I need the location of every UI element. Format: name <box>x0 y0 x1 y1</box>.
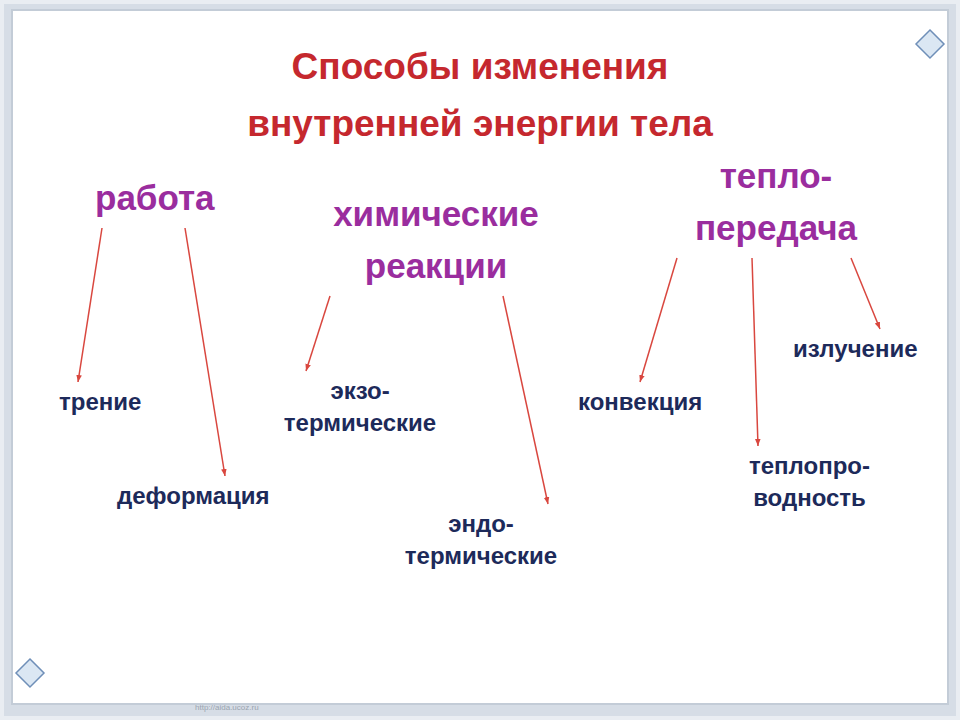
subcategory-label: излучение <box>787 329 924 369</box>
node-text: трение <box>59 386 141 418</box>
category-label: химические реакции <box>286 184 586 296</box>
bottom-ornament <box>16 659 240 687</box>
slide <box>12 10 948 704</box>
arrow <box>185 228 225 476</box>
subcategory-label: конвекция <box>572 382 708 422</box>
subcategory-label: эндо- термические <box>381 504 581 576</box>
subcategory-label: экзо- термические <box>260 371 460 443</box>
node-text: химические реакции <box>292 188 580 292</box>
node-text: работа <box>95 172 215 224</box>
category-label: тепло- передача <box>661 146 891 258</box>
node-text: эндо- термические <box>387 508 575 572</box>
node-text: деформация <box>117 480 270 512</box>
watermark: http://aida.ucoz.ru <box>195 703 259 712</box>
frame-ground <box>4 4 956 716</box>
arrow <box>851 258 880 329</box>
subcategory-label: теплопро- водность <box>717 446 902 518</box>
subcategory-label: деформация <box>111 476 276 516</box>
node-text: экзо- термические <box>266 375 454 439</box>
node-text: тепло- передача <box>667 150 885 254</box>
top-ornament <box>715 30 944 58</box>
arrow <box>640 258 677 382</box>
arrow <box>503 296 548 504</box>
node-text: конвекция <box>578 386 702 418</box>
node-text: излучение <box>793 333 918 365</box>
arrow <box>78 228 102 382</box>
subcategory-label: трение <box>53 382 147 422</box>
arrow <box>752 258 758 446</box>
title: Способы изменения внутренней энергии тел… <box>180 38 780 152</box>
category-label: работа <box>89 168 221 228</box>
arrow <box>306 296 330 371</box>
node-text: теплопро- водность <box>723 450 896 514</box>
